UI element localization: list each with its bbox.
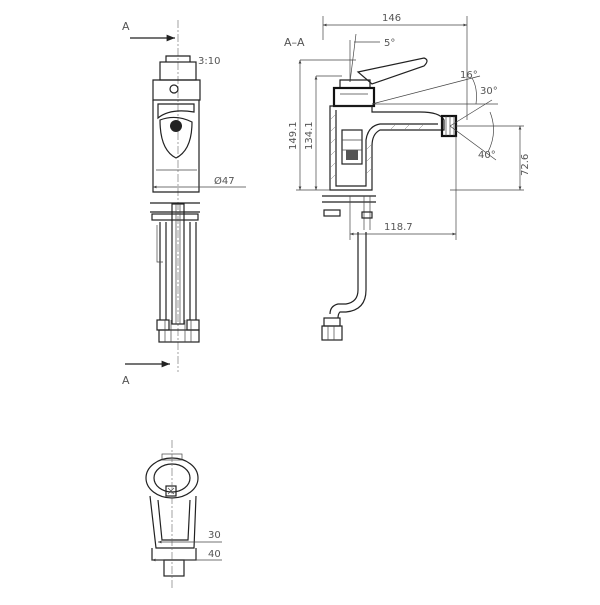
dim-reach: 118.7 — [384, 222, 413, 233]
dim-angle-16: 16° — [460, 70, 478, 81]
section-view: A–A 146 5° — [284, 13, 531, 341]
dim-angle-40: 40° — [478, 150, 496, 161]
dim-angle-lever: 5° — [384, 38, 395, 49]
dim-40: 40 — [208, 549, 221, 560]
section-arrow-bottom: A — [122, 360, 170, 387]
dim-angle-30: 30° — [480, 86, 498, 97]
dim-30: 30 — [208, 530, 221, 541]
front-diameter-label: Ø47 — [214, 175, 235, 187]
plan-view: 30 40 — [145, 440, 222, 590]
dim-height-total: 149.1 — [288, 121, 299, 150]
section-arrow-top-label: A — [122, 20, 130, 33]
front-view: Ø47 3:10 — [150, 20, 246, 372]
dim-height-body: 134.1 — [304, 121, 315, 150]
dim-width: 146 — [382, 13, 401, 24]
section-arrow-top: A — [122, 20, 175, 42]
section-title: A–A — [284, 36, 305, 49]
section-arrow-bottom-label: A — [122, 374, 130, 387]
dim-height-nozzle: 72.6 — [520, 154, 531, 176]
front-scale-label: 3:10 — [198, 56, 220, 67]
